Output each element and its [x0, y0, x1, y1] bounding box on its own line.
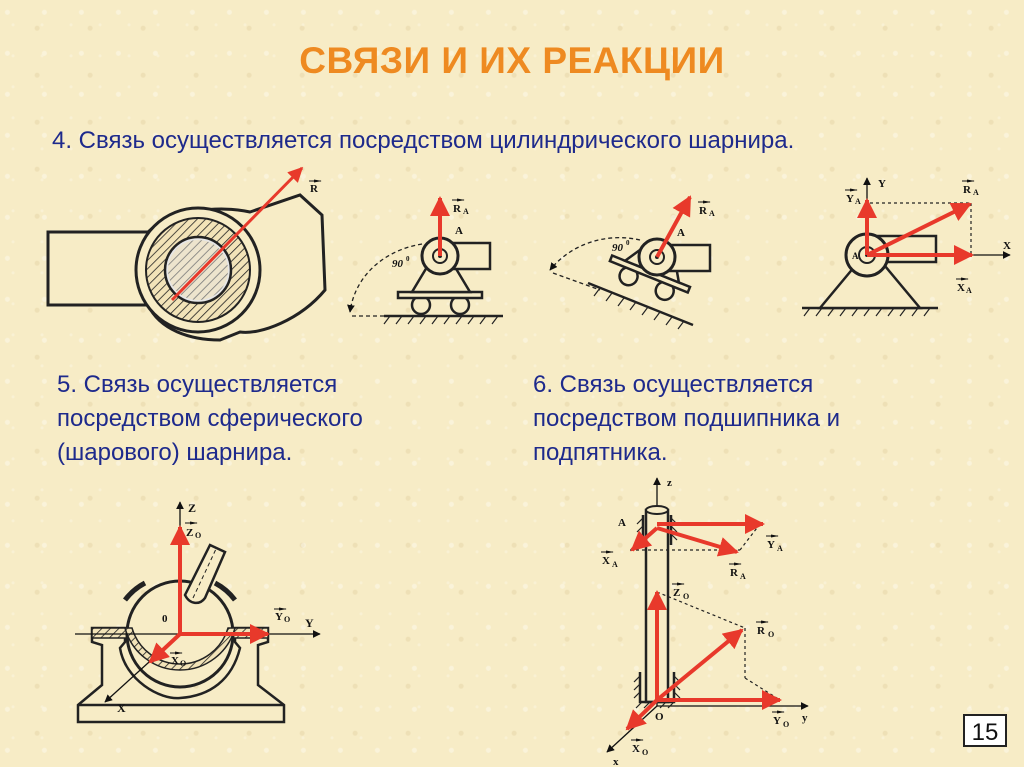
svg-text:A: A	[677, 227, 685, 239]
svg-text:X: X	[171, 655, 179, 667]
inclined-support-figure: R A A 90 0	[549, 195, 715, 330]
svg-text:X: X	[117, 701, 126, 715]
reaction-arrow	[170, 166, 304, 302]
svg-text:Y: Y	[275, 611, 283, 623]
item-4-text: 4. Связь осуществляется посредством цили…	[52, 127, 795, 154]
item-6-text: 6. Связь осуществляется посредством подш…	[533, 371, 841, 466]
svg-text:O: O	[180, 659, 186, 668]
svg-text:R: R	[757, 625, 766, 637]
label-r: R	[310, 183, 319, 195]
svg-text:z: z	[667, 477, 672, 489]
svg-text:A: A	[777, 544, 783, 553]
svg-text:Y: Y	[305, 616, 314, 630]
svg-text:A: A	[740, 572, 746, 581]
page-number: 15	[963, 714, 1007, 747]
svg-text:X: X	[602, 555, 610, 567]
svg-text:R: R	[730, 567, 739, 579]
roller-support-figure: R A A 90 0	[347, 196, 503, 325]
svg-text:O: O	[642, 748, 648, 757]
svg-text:Z: Z	[188, 501, 196, 515]
svg-text:O: O	[284, 615, 290, 624]
svg-text:Y: Y	[773, 715, 781, 727]
svg-text:O: O	[783, 720, 789, 729]
hinge-section-figure: R	[46, 166, 327, 342]
svg-text:y: y	[802, 712, 808, 724]
svg-text:90: 90	[612, 242, 624, 254]
svg-text:X: X	[1003, 240, 1011, 252]
slide-title: СВЯЗИ И ИХ РЕАКЦИИ	[299, 40, 725, 81]
fixed-hinge-figure: Y X Y A R A X A A	[802, 177, 1011, 317]
svg-text:A: A	[855, 197, 861, 206]
svg-text:A: A	[618, 517, 626, 529]
svg-text:0: 0	[406, 255, 410, 263]
bearing-figure: z A X A Y A R A Z O R O Y O y O X O x	[601, 477, 809, 767]
svg-text:0: 0	[626, 239, 630, 247]
svg-text:O: O	[683, 592, 689, 601]
svg-text:R: R	[963, 184, 972, 196]
svg-text:A: A	[455, 225, 463, 237]
svg-text:R: R	[453, 203, 462, 215]
svg-text:Y: Y	[846, 193, 854, 205]
svg-text:A: A	[709, 209, 715, 218]
svg-text:A: A	[966, 286, 972, 295]
svg-text:x: x	[613, 756, 619, 767]
item-5-text: 5. Связь осуществляется посредством сфер…	[57, 371, 363, 466]
svg-text:A: A	[973, 188, 979, 197]
svg-text:A: A	[852, 251, 859, 261]
svg-text:Y: Y	[767, 539, 775, 551]
svg-text:R: R	[699, 205, 708, 217]
svg-text:X: X	[632, 743, 640, 755]
svg-text:90: 90	[392, 258, 404, 270]
svg-text:Z: Z	[673, 587, 680, 599]
svg-text:O: O	[655, 711, 664, 723]
svg-text:A: A	[463, 207, 469, 216]
svg-text:Z: Z	[186, 527, 193, 539]
spherical-joint-figure: Z Z O Y O Y X O X 0	[75, 501, 321, 724]
svg-text:X: X	[957, 282, 965, 294]
svg-text:A: A	[612, 560, 618, 569]
svg-text:O: O	[768, 630, 774, 639]
svg-text:O: O	[195, 531, 201, 540]
svg-text:0: 0	[162, 613, 168, 625]
svg-text:Y: Y	[878, 178, 886, 190]
